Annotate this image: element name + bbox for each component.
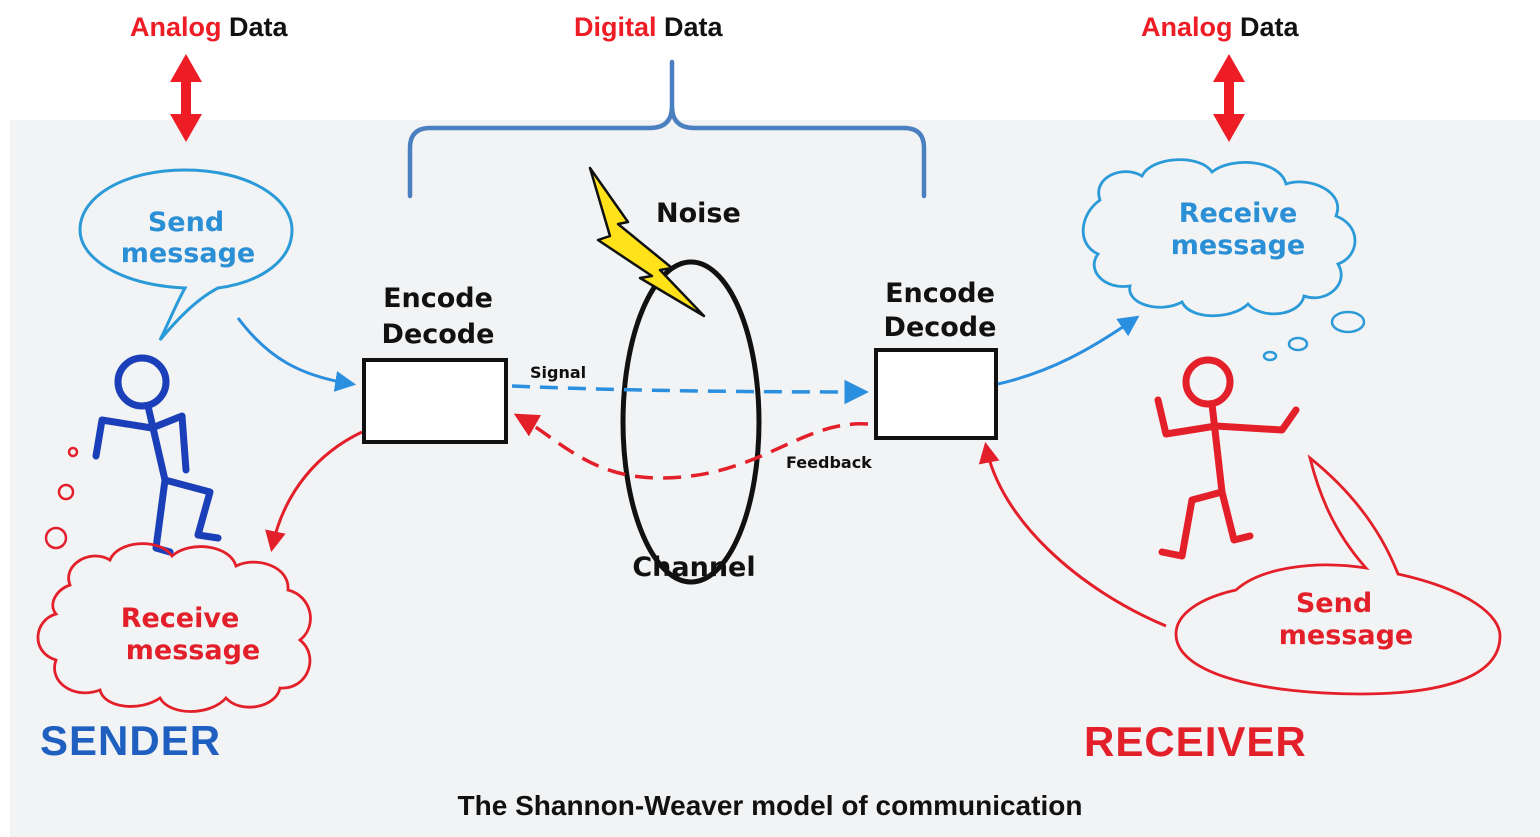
top-label-left: Analog Data [130,12,289,42]
decoder-to-sender-arrow [265,430,363,553]
double-arrow-right-icon [1213,54,1245,142]
sender-role-label: SENDER [40,717,221,764]
data-word-center: Data [657,12,724,42]
feedback-label: Feedback [786,453,872,472]
noise-label: Noise [656,198,741,229]
receiver-stick-figure-icon [1154,356,1300,560]
receiver-thought-dot-3 [1330,310,1366,334]
sender-speech-bubble [78,168,294,341]
analog-word-right: Analog [1141,12,1233,42]
receiver-send-line2: message [1279,620,1413,651]
left-encode-label: Encode [383,283,493,314]
channel-ellipse [620,259,762,585]
decoder-to-receiver-arrow [997,315,1140,386]
digital-bracket [407,59,927,199]
receiver-role-label: RECEIVER [1084,718,1307,765]
data-word-right: Data [1233,12,1300,42]
receiver-to-encoder-arrow [978,441,1167,628]
receiver-receive-line2: message [1171,230,1305,261]
right-encode-label: Encode [885,278,995,309]
receiver-thought-dot-1 [1262,350,1278,362]
sender-receive-line2: message [126,635,260,666]
channel-label: Channel [632,552,755,583]
left-encoder-box [362,358,508,444]
analog-word-left: Analog [130,12,222,42]
sender-send-line2: message [121,238,255,269]
digital-word: Digital [574,12,657,42]
receiver-receive-cloud [1081,158,1357,318]
right-decoder-box [874,348,998,440]
sender-to-encoder-arrow [236,317,357,392]
sender-thought-dot-2 [57,483,75,501]
signal-arrow [511,379,869,405]
double-arrow-left-icon [170,54,202,142]
sender-send-line1: Send [148,207,224,238]
sender-receive-line1: Receive [121,603,240,634]
receiver-receive-line1: Receive [1179,198,1298,229]
receiver-thought-dot-2 [1287,336,1309,352]
receiver-speech-bubble [1174,454,1502,696]
data-word-left: Data [222,12,289,42]
sender-receive-cloud [36,542,312,713]
signal-label: Signal [530,363,586,382]
sender-thought-dot-1 [67,446,79,458]
feedback-arrow [513,413,869,480]
top-label-center: Digital Data [574,12,724,42]
receiver-send-line1: Send [1296,588,1372,619]
top-label-right: Analog Data [1141,12,1300,42]
right-decode-label: Decode [884,312,997,343]
left-decode-label: Decode [382,319,495,350]
backdrop-panel [10,120,1540,837]
diagram-caption: The Shannon-Weaver model of communicatio… [458,790,1083,821]
sender-thought-dot-3 [44,526,68,550]
noise-lightning-icon [588,166,706,318]
sender-stick-figure-icon [92,354,222,556]
